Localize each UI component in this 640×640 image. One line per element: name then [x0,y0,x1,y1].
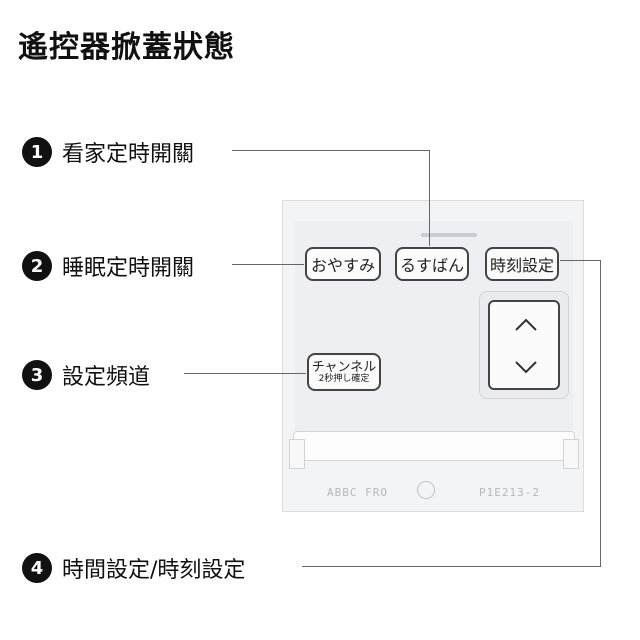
up-down-button[interactable] [488,300,560,390]
lid-hinge [293,431,575,461]
callout-3-number: 3 [22,360,52,390]
oyasumi-button-label: おやすみ [310,256,375,275]
chevron-up-icon[interactable] [512,316,540,334]
callout-1-label: 看家定時開關 [62,142,195,167]
hinge-cap-left [289,439,305,469]
hinge-cap-right [563,439,579,469]
leader-line-4-vertical [600,260,601,566]
callout-2: 2 睡眠定時開關 [22,250,194,282]
leader-line-2 [232,264,304,265]
leader-line-1-vertical [429,150,430,246]
callout-4-label: 時間設定/時刻設定 [62,558,246,583]
callout-1-number: 1 [22,137,52,167]
leader-line-4-bottom [302,566,601,567]
leader-line-4-top [560,260,600,261]
mold-code-right: P1E213-2 [479,486,540,499]
callout-4-number: 4 [22,553,52,583]
remote-slot [421,233,477,237]
leader-line-1-horizontal [232,150,430,151]
up-down-button-group [479,291,569,399]
callout-2-number: 2 [22,251,52,281]
callout-2-label: 睡眠定時開關 [62,256,195,281]
jikoku-settei-button[interactable]: 時刻設定 [485,247,559,281]
callout-1: 1 看家定時開關 [22,136,194,168]
channel-button-sublabel: 2秒押し確定 [318,373,370,384]
callout-3: 3 設定頻道 [22,359,150,391]
oyasumi-button[interactable]: おやすみ [305,247,381,281]
rusuban-button[interactable]: るすばん [395,247,469,281]
chevron-down-icon[interactable] [512,358,540,376]
channel-button[interactable]: チャンネル 2秒押し確定 [307,353,381,391]
mold-code-left: ABBC FRO [327,486,388,499]
jikoku-settei-button-label: 時刻設定 [489,256,554,275]
callout-3-label: 設定頻道 [62,365,151,390]
callout-4: 4 時間設定/時刻設定 [22,552,245,584]
rusuban-button-label: るすばん [399,256,464,275]
channel-button-label: チャンネル [311,359,377,375]
page-title: 遙控器掀蓋狀態 [18,30,235,65]
remote-control-panel: おやすみ るすばん 時刻設定 チャンネル 2秒押し確定 ABBC FRO P1E… [282,200,584,512]
leader-line-3 [184,373,306,374]
circle-mark-icon [417,481,435,499]
